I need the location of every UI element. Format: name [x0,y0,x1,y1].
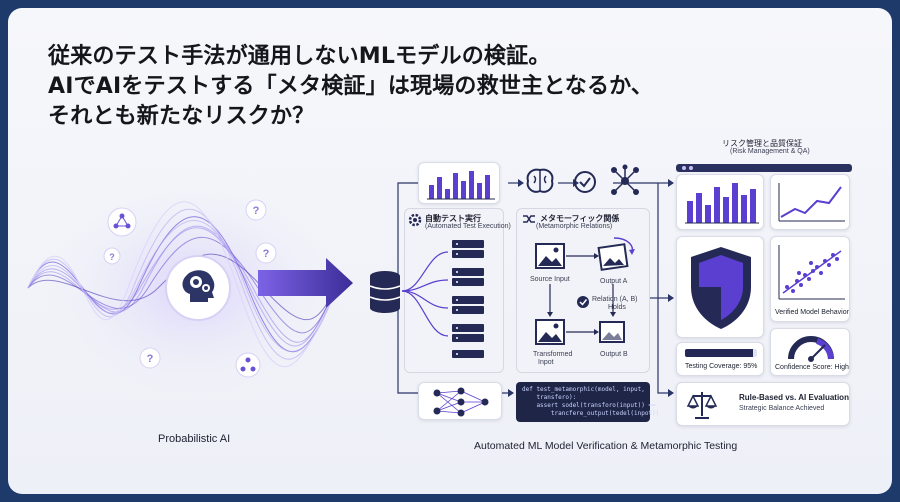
metamorphic-subtitle: (Metamorphic Relations) [536,223,613,230]
confidence-card: Confidence Score: High [770,328,850,376]
automated-test-panel [404,208,504,373]
transformed-label-2: Inpot [538,359,554,366]
bar-chart-icon [427,171,495,200]
network-icon [611,164,639,195]
source-input-label: Source Input [530,276,570,283]
rule-based-subtitle: Strategic Balance Achieved [739,405,825,412]
balance-scale-icon [686,392,718,419]
relation-label-1: Relation (A, B) [592,296,638,303]
headline-line-1: 従来のテスト手法が通用しないMLモデルの検証。 [48,44,551,69]
security-card [676,236,764,338]
neural-network-icon [433,387,489,417]
shield-icon [691,247,751,329]
transformed-image-icon [535,319,565,345]
neural-network-card [418,382,502,420]
svg-text:?: ? [109,252,115,262]
gauge-icon [788,336,834,362]
headline-line-3: それとも新たなリスクか？ [48,104,315,129]
scatter-plot-icon [778,245,845,300]
flow-arrow [258,258,353,308]
auto-test-subtitle: (Automated Test Execution) [425,223,511,230]
brain-icon [526,168,554,193]
checkmark-icon [574,171,596,193]
verified-behavior-label: Verified Model Behavior [775,309,849,316]
dashboard-bar [676,164,852,172]
probabilistic-ai-illustration: ? ? ? ? [27,178,353,398]
metamorphic-code-snippet: def test_metamorphic(model, input, trans… [516,382,659,422]
auto-test-title: 自動テスト実行 [425,214,481,223]
svg-text:?: ? [147,353,154,365]
metamorphic-diagram [535,237,635,345]
dashboard-bar-chart-icon [685,183,759,224]
risk-subtitle: (Risk Management & QA) [730,148,810,155]
question-icon-4: ? [103,247,121,265]
relation-label-2: Holds [608,304,626,311]
db-to-server-links [402,251,449,337]
verified-behavior-card [770,236,850,322]
metamorphic-title: メタモーフィック関係 [540,214,620,223]
shuffle-icon [523,215,535,223]
transformed-label-1: Transformed [533,351,573,358]
network-node-icon [107,207,137,237]
infographic-frame: 従来のテスト手法が通用しないMLモデルの検証。 AIでAIをテストする「メタ検証… [8,8,892,494]
question-icon-3: ? [139,347,161,369]
output-a-image-icon [597,243,629,271]
probabilistic-ai-caption: Probabilistic AI [158,433,231,445]
coverage-progress-track [685,349,757,357]
headline-line-2: AIでAIをテストする「メタ検証」は現場の救世主となるか、 [48,74,654,99]
trend-line-icon [778,183,845,222]
trend-line-card [770,174,850,230]
output-a-label: Output A [600,278,628,285]
source-image-icon [535,243,565,269]
gear-icon [408,213,422,227]
question-icon-1: ? [245,199,267,221]
coverage-progress-fill [685,349,754,357]
dashboard-bar-chart-card [676,174,764,230]
brain-gear-icon [182,270,215,302]
headline: 従来のテスト手法が通用しないMLモデルの検証。 AIでAIをテストする「メタ検証… [48,42,653,132]
coverage-card: Testing Coverage: 95% [676,342,764,376]
svg-text:?: ? [253,205,260,217]
server-stack-icons [452,240,484,358]
question-icon-2: ? [255,242,277,264]
evaluation-card: Rule-Based vs. AI Evaluation Strategic B… [676,382,850,426]
confidence-label: Confidence Score: High [775,364,849,371]
cluster-node-icon [235,352,261,378]
output-b-label: Output B [600,351,628,358]
center-caption: Automated ML Model Verification & Metamo… [474,440,738,452]
rule-based-title: Rule-Based vs. AI Evaluation [739,393,849,402]
risk-title: リスク管理と品質保証 [722,139,802,148]
coverage-label: Testing Coverage: 95% [685,363,758,370]
svg-text:?: ? [263,248,270,260]
relation-check-icon [577,296,589,308]
database-icon [369,271,401,313]
metamorphic-panel [516,208,650,373]
metrics-card [418,162,500,204]
output-b-image-icon [599,321,625,343]
